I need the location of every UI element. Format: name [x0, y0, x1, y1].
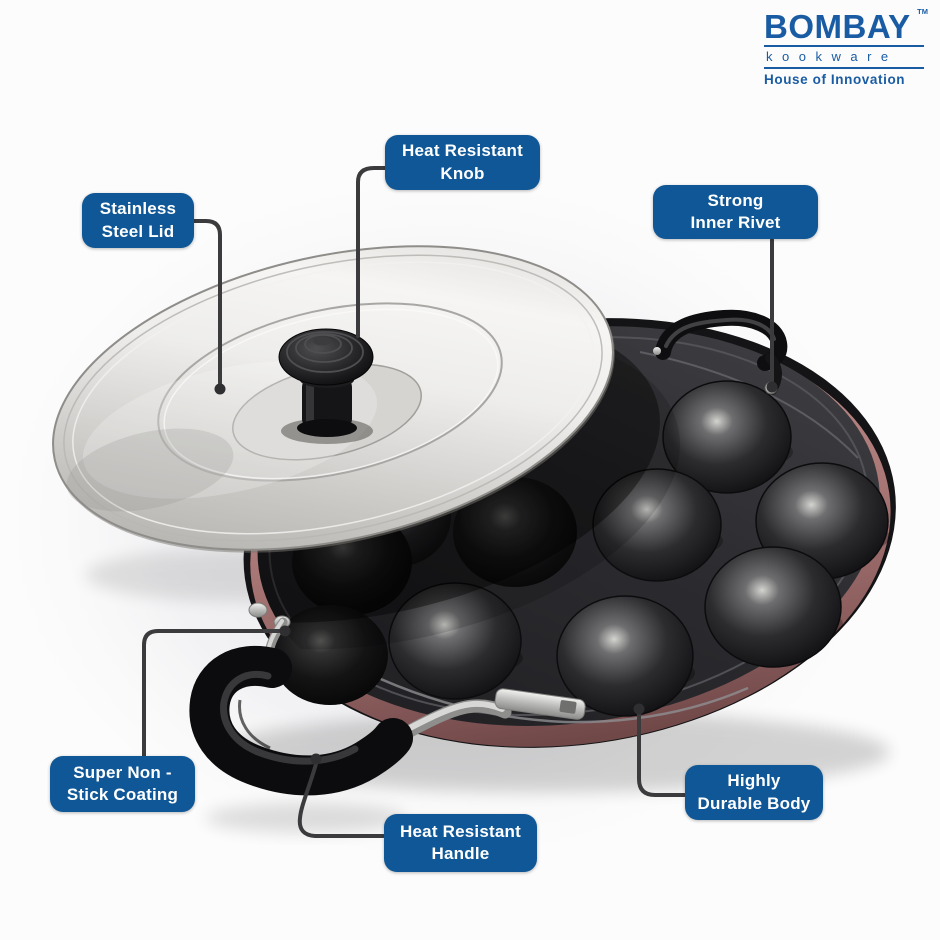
front-handle	[189, 617, 586, 796]
callout-strong-inner-rivet: Strong Inner Rivet	[653, 185, 818, 239]
connector-heat-resistant-handle	[297, 762, 385, 838]
handle-grip	[189, 645, 413, 796]
callout-label-line: Durable Body	[697, 793, 811, 813]
knob-neck	[302, 378, 352, 428]
logo-divider	[764, 66, 924, 69]
connector-stainless-steel-lid	[192, 219, 222, 385]
lid-step-ring	[157, 302, 503, 482]
callout-heat-resistant-knob: Heat Resistant Knob	[385, 135, 540, 190]
callout-label-line: Handle	[431, 844, 490, 863]
callout-super-non-stick-coating: Super Non - Stick Coating	[50, 756, 195, 812]
callout-label-line: Stainless	[99, 199, 177, 219]
logo-divider	[764, 45, 924, 47]
dot-handle	[310, 753, 322, 765]
callout-label-line: Stick Coating	[66, 785, 179, 804]
cavity-dome-shadowed	[272, 477, 577, 705]
handle-steel-arm	[386, 700, 505, 742]
trademark-symbol: TM	[917, 7, 928, 16]
dot-rivet	[766, 381, 778, 393]
callout-label-line: Heat Resistant	[402, 141, 523, 161]
connector-super-non-stick	[142, 629, 281, 758]
cavity-dome-visible	[388, 380, 890, 717]
brand-logo: BOMBAY TM kookware House of Innovation	[764, 7, 928, 87]
callout-label-line: Inner Rivet	[690, 213, 781, 232]
callout-stainless-steel-lid: Stainless Steel Lid	[82, 193, 194, 248]
callout-label-line: Steel Lid	[101, 221, 175, 241]
brand-subname: kookware	[766, 49, 898, 64]
connector-dots	[214, 381, 778, 765]
callout-label-line: Heat Resistant	[400, 821, 521, 841]
brand-tagline: House of Innovation	[764, 71, 906, 87]
callout-label-line: Highly	[727, 771, 781, 791]
callout-highly-durable-body: Highly Durable Body	[685, 765, 823, 820]
callout-label-line: Strong	[707, 190, 764, 210]
callout-connectors	[142, 166, 774, 838]
connector-heat-resistant-knob	[356, 166, 390, 338]
brand-name-row: BOMBAY TM	[764, 7, 928, 45]
callout-heat-resistant-handle: Heat Resistant Handle	[384, 814, 537, 872]
callout-label-line: Knob	[440, 163, 485, 183]
handle-pin	[653, 347, 661, 355]
brand-name: BOMBAY	[764, 8, 911, 45]
lid-knob	[278, 328, 374, 444]
handle-bracket-plate	[494, 688, 586, 720]
callout-label-line: Super Non -	[73, 762, 172, 782]
dot-body	[633, 703, 645, 715]
dot-coating	[279, 625, 291, 637]
dot-lid	[214, 383, 226, 395]
connector-highly-durable-body	[637, 712, 686, 797]
